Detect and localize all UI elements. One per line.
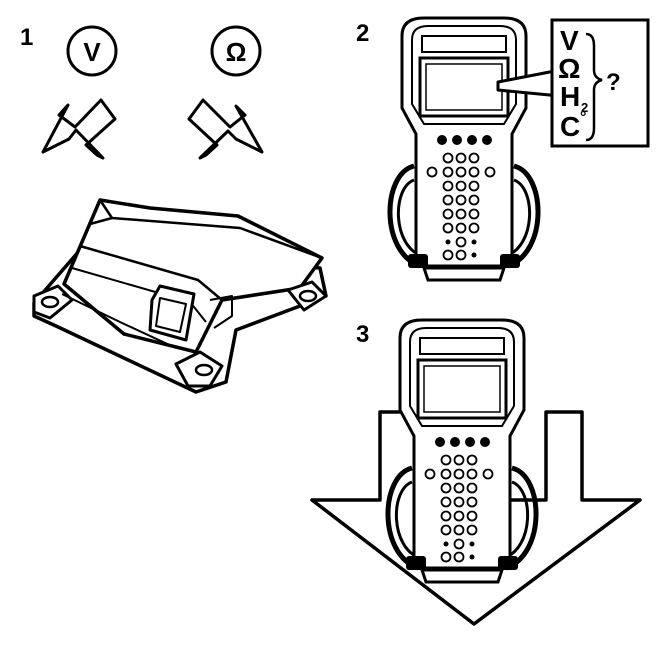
brace-icon <box>585 32 603 142</box>
callout-h: H <box>560 81 580 112</box>
airbag-module-icon <box>32 198 328 394</box>
volt-symbol: V <box>83 37 101 67</box>
step-2-label: 2 <box>356 20 369 47</box>
callout-c: C <box>560 111 580 142</box>
down-right-arrow-icon <box>41 98 117 160</box>
down-left-arrow-icon <box>187 98 264 160</box>
callout-box <box>550 18 650 148</box>
step-1-label: 1 <box>20 24 33 51</box>
callout-h-subscript: 2 <box>581 100 588 115</box>
step-3-label: 3 <box>356 321 369 348</box>
callout-ohm: Ω <box>558 53 580 84</box>
ohm-symbol-circle <box>210 25 262 77</box>
question-mark: ? <box>606 69 621 96</box>
callout-volt: V <box>560 25 579 56</box>
ohm-symbol: Ω <box>226 37 247 67</box>
volt-symbol-circle <box>66 25 118 77</box>
callout-degree: ° <box>580 109 586 126</box>
scan-tool-icon <box>390 18 538 280</box>
